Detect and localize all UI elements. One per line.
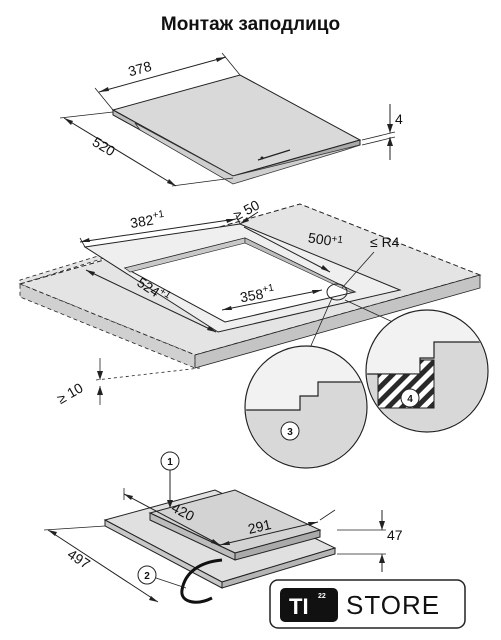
- callout-1: 1: [160, 451, 180, 508]
- body-depth-label: 291: [246, 516, 273, 537]
- base-width-label: 497: [65, 546, 93, 572]
- detail-circle-3: [244, 345, 368, 469]
- inner-width-label: 358+1: [239, 283, 277, 306]
- hob-depth-dimension: [59, 111, 234, 187]
- worktop-min-dimension: [95, 358, 201, 405]
- callout-2-label: 2: [144, 571, 150, 582]
- hob-width-label: 378: [126, 58, 153, 80]
- callout-4-label: 4: [407, 394, 413, 405]
- callout-2: 2: [137, 565, 187, 589]
- inner-width-tolerance: +1: [262, 283, 276, 296]
- detail-circle-4: [365, 309, 489, 433]
- cutout-width-value: 382: [129, 212, 155, 231]
- cutout-width-dimension: [79, 214, 241, 248]
- cutout-width-label: 382+1: [129, 209, 166, 231]
- body-depth-dimension: [219, 509, 336, 546]
- cutout-depth-dimension: [243, 226, 331, 273]
- callout-3: 3: [280, 421, 300, 441]
- worktop-min-label: ≥ 10: [54, 379, 86, 407]
- worktop: [18, 203, 482, 369]
- body-height-dimension: [337, 510, 386, 572]
- cutout-depth-tolerance: +1: [331, 234, 344, 247]
- callout-3-label: 3: [287, 427, 293, 438]
- appliance-body: [103, 489, 337, 604]
- outer-depth-tolerance: +1: [157, 286, 173, 302]
- hob-depth-label: 520: [90, 133, 118, 159]
- ti-store-logo: TI 22 STORE: [269, 579, 466, 629]
- diagram-title: Монтаж заподлицо: [160, 14, 341, 35]
- inner-width-dimension: [221, 289, 323, 311]
- cutout-depth-label: 500+1: [307, 229, 344, 250]
- cutout-depth-value: 500: [307, 229, 333, 248]
- edge-min-dimension: [239, 211, 259, 225]
- inner-width-value: 358: [239, 286, 265, 306]
- radius-label: ≤ R4: [370, 234, 400, 250]
- hob-thickness-dimension: [361, 104, 396, 160]
- hob-plate: [111, 74, 362, 185]
- body-width-dimension: [123, 488, 221, 546]
- callout-4: 4: [400, 388, 420, 408]
- body-height-label: 47: [387, 527, 403, 543]
- logo-superscript: 22: [318, 593, 326, 600]
- hob-thickness-label: 4: [395, 111, 403, 127]
- callout-1-label: 1: [167, 457, 173, 468]
- logo-ti-text: TI: [289, 594, 309, 619]
- base-width-dimension: [43, 525, 159, 603]
- cutout-width-tolerance: +1: [152, 209, 165, 222]
- logo-store-text: STORE: [346, 590, 440, 620]
- radius-leader: [341, 251, 375, 289]
- hob-width-dimension: [94, 52, 241, 111]
- outer-depth-dimension: [85, 269, 217, 333]
